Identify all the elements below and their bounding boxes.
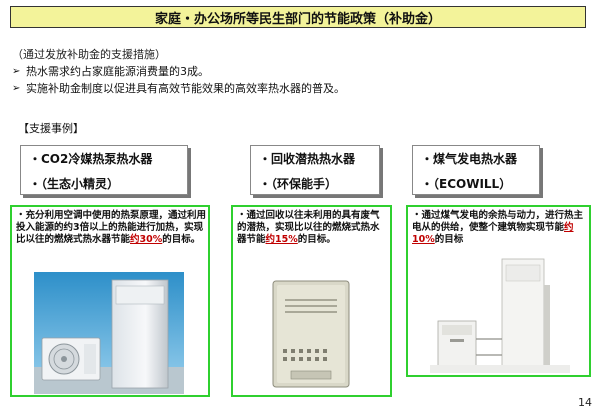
intro-bullet-text: 热水需求约占家庭能源消费量的3成。 <box>26 65 209 78</box>
savings-percent: 约15% <box>265 234 298 245</box>
intro-bullet: ➢ 实施补助金制度以促进具有高效节能效果的高效率热水器的普及。 <box>12 80 592 97</box>
case-description: ・通过煤气发电的余热与动力，进行热主电从的供给，使整个建筑物实现节能约10%的目… <box>412 210 584 245</box>
heatpump-image <box>34 272 184 394</box>
case-description: ・通过回收以往未利用的具有废气的潜热，实现比以往的燃烧式热水器节能约15%的目标… <box>237 210 380 245</box>
case-nickname: ・（环保能手） <box>259 177 338 191</box>
intro-bullet: ➢ 热水需求约占家庭能源消费量的3成。 <box>12 63 592 80</box>
case-label-latent-heat: ・回收潜热热水器 ・（环保能手） <box>250 145 380 195</box>
case-name: ・回收潜热热水器 <box>259 152 356 166</box>
page-title: 家庭・办公场所等民生部门的节能政策（补助金） <box>10 6 586 28</box>
arrow-bullet-icon: ➢ <box>12 83 21 94</box>
latent-heat-heater-image <box>271 279 351 389</box>
section-label: 【支援事例】 <box>18 122 84 135</box>
intro-bullet-text: 实施补助金制度以促进具有高效节能效果的高效率热水器的普及。 <box>26 82 345 95</box>
case-label-gas-power: ・煤气发电热水器 ・（ECOWILL） <box>412 145 540 195</box>
case-nickname: ・（生态小精灵） <box>29 177 120 191</box>
page-number: 14 <box>578 396 592 409</box>
case-name: ・煤气发电热水器 <box>421 152 518 166</box>
savings-percent: 约30% <box>130 234 163 245</box>
case-panel-heatpump: ・充分利用空调中使用的热泵原理，通过利用投入能源的约3倍以上的热能进行加热，实现… <box>10 205 210 397</box>
case-nickname: ・（ECOWILL） <box>421 177 512 191</box>
case-name: ・CO2冷媒热泵热水器 <box>29 152 153 166</box>
case-description: ・充分利用空调中使用的热泵原理，通过利用投入能源的约3倍以上的热能进行加热，实现… <box>16 210 207 245</box>
case-label-heatpump: ・CO2冷媒热泵热水器 ・（生态小精灵） <box>20 145 188 195</box>
intro-section: （通过发放补助金的支援措施） ➢ 热水需求约占家庭能源消费量的3成。 ➢ 实施补… <box>12 46 592 97</box>
ecowill-image <box>430 255 570 373</box>
savings-percent: 约10% <box>412 222 574 245</box>
case-panel-gas-power: ・通过煤气发电的余热与动力，进行热主电从的供给，使整个建筑物实现节能约10%的目… <box>406 205 591 377</box>
intro-heading: （通过发放补助金的支援措施） <box>12 48 166 61</box>
arrow-bullet-icon: ➢ <box>12 66 21 77</box>
case-panel-latent-heat: ・通过回收以往未利用的具有废气的潜热，实现比以往的燃烧式热水器节能约15%的目标… <box>231 205 392 397</box>
page-title-text: 家庭・办公场所等民生部门的节能政策（补助金） <box>154 11 441 27</box>
